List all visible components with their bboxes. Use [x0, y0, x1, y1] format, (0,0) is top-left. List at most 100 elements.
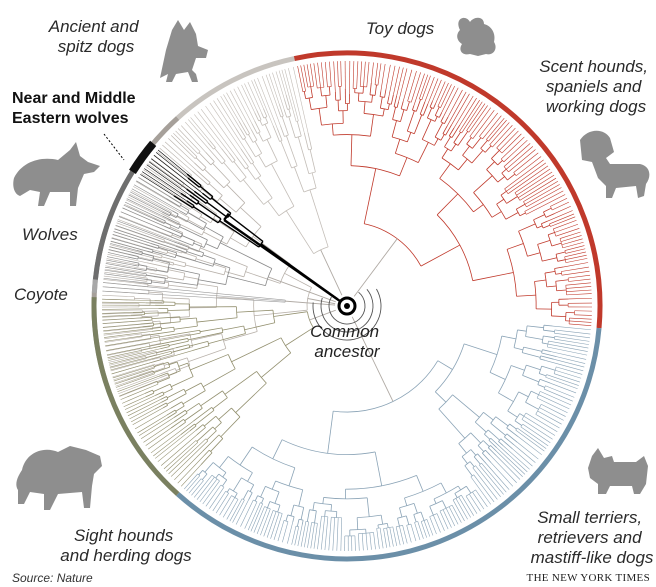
- leaf-branch: [397, 68, 404, 96]
- internal-branch: [556, 273, 562, 274]
- leaf-branch: [329, 517, 331, 550]
- leaf-branch: [407, 525, 412, 542]
- internal-branch: [249, 493, 253, 500]
- internal-branch: [496, 417, 508, 426]
- internal-branch: [166, 199, 179, 207]
- internal-branch: [459, 444, 467, 454]
- label-scent-line-1: Scent hounds,: [539, 57, 648, 76]
- internal-branch: [418, 142, 428, 162]
- leaf-branch: [563, 262, 588, 267]
- internal-branch: [209, 184, 222, 196]
- near-eastern-leader-line: [104, 134, 124, 160]
- leaf-branch: [568, 275, 590, 278]
- leaf-branch: [271, 513, 280, 539]
- label-coyote: Coyote: [14, 285, 68, 304]
- internal-branch: [253, 236, 290, 264]
- leaf-branch: [399, 68, 407, 101]
- internal-branch: [204, 450, 209, 455]
- internal-branch: [507, 196, 518, 203]
- leaf-branch: [135, 408, 171, 429]
- internal-branch: [222, 480, 226, 486]
- internal-branch: [146, 355, 157, 358]
- leaf-branch: [446, 508, 455, 526]
- internal-branch: [542, 353, 557, 357]
- leaf-branch: [556, 228, 580, 236]
- leaf-branch: [381, 64, 385, 91]
- internal-branch: [154, 322, 181, 325]
- leaf-branch: [146, 428, 171, 446]
- leaf-branch: [128, 399, 161, 415]
- label-ancient-spitz: Ancient and spitz dogs: [48, 17, 144, 56]
- internal-branch: [200, 186, 213, 196]
- internal-branch: [502, 169, 507, 173]
- leaf-branch: [390, 527, 394, 546]
- internal-branch: [182, 236, 195, 241]
- internal-branch: [423, 104, 428, 115]
- label-wolves: Wolves: [22, 225, 78, 244]
- leaf-branch: [561, 235, 582, 241]
- internal-branch: [520, 213, 526, 216]
- internal-branch: [523, 375, 539, 381]
- internal-branch: [205, 462, 213, 472]
- internal-branch: [323, 497, 324, 503]
- internal-branch: [171, 419, 184, 428]
- leaf-branch: [440, 511, 448, 529]
- internal-branch: [185, 265, 224, 275]
- internal-branch: [543, 330, 554, 331]
- internal-branch: [248, 134, 253, 142]
- internal-branch: [474, 457, 480, 464]
- internal-branch: [176, 365, 190, 370]
- internal-branch: [227, 185, 245, 203]
- internal-branch: [412, 106, 413, 110]
- leaf-branch: [104, 329, 150, 334]
- internal-branch: [286, 515, 288, 521]
- scottie-icon: [588, 448, 648, 494]
- leaf-branch: [396, 527, 400, 545]
- internal-branch: [388, 104, 389, 110]
- leaf-branch: [504, 140, 528, 162]
- internal-branch: [328, 411, 334, 453]
- internal-branch: [196, 425, 203, 431]
- label-scent-line-3: working dogs: [546, 97, 647, 116]
- internal-branch: [134, 298, 150, 299]
- internal-branch: [267, 139, 277, 161]
- internal-branch: [196, 259, 226, 268]
- internal-branch: [185, 383, 201, 391]
- leaf-branch: [562, 271, 590, 275]
- leaf-branch: [360, 61, 362, 86]
- internal-branch: [310, 190, 328, 247]
- leaf-branch: [447, 92, 466, 126]
- internal-branch: [478, 445, 484, 451]
- leaf-branch: [476, 490, 488, 507]
- internal-branch: [168, 310, 190, 311]
- internal-branch: [228, 276, 266, 285]
- internal-branch: [268, 201, 279, 216]
- internal-branch: [526, 365, 540, 370]
- internal-branch: [202, 474, 207, 480]
- leaf-branch: [139, 418, 167, 436]
- internal-branch: [184, 277, 198, 280]
- internal-branch: [142, 316, 158, 317]
- internal-branch: [173, 264, 185, 267]
- internal-branch: [313, 502, 314, 510]
- internal-branch: [275, 492, 279, 503]
- leaf-branch: [452, 505, 461, 523]
- internal-branch: [284, 99, 287, 109]
- internal-branch: [278, 110, 281, 118]
- leaf-branch: [226, 93, 243, 123]
- credit-line: THE NEW YORK TIMES: [527, 572, 650, 584]
- internal-branch: [243, 159, 248, 167]
- leaf-branch: [430, 517, 437, 534]
- internal-branch: [237, 310, 273, 312]
- leaf-branch: [119, 217, 172, 238]
- internal-branch: [506, 212, 518, 219]
- common-ancestor-label: Common ancestor: [310, 322, 384, 361]
- leaf-branch: [248, 82, 262, 113]
- internal-branch: [135, 339, 151, 342]
- internal-branch: [427, 108, 431, 118]
- leaf-branch: [378, 63, 381, 85]
- internal-branch: [240, 207, 261, 226]
- leaf-branch: [566, 290, 591, 292]
- internal-branch: [165, 226, 183, 234]
- internal-branch: [307, 510, 309, 522]
